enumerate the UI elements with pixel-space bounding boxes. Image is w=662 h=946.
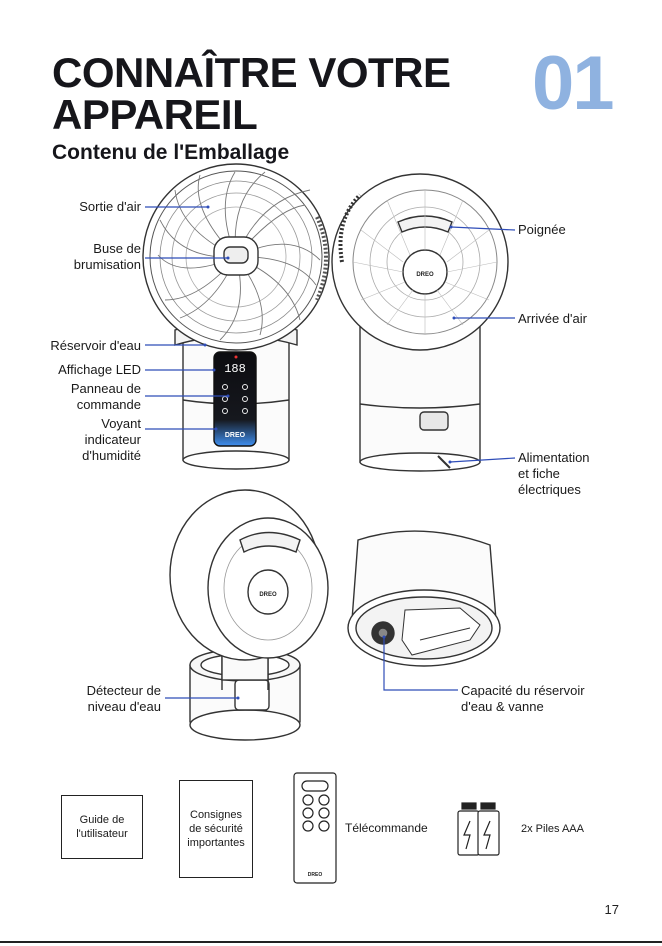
label-led-display: Affichage LED [58,362,141,377]
front-brand-logo: DREO [225,432,246,439]
battery-icon [457,802,500,856]
callout-lines [145,206,516,699]
label-power-line2: et fiche [518,466,560,481]
tank-view-illustration [347,530,501,667]
back-view-illustration [331,173,509,472]
user-guide-label: Guide de l'utilisateur [76,814,128,840]
label-power: Alimentation et fiche électriques [518,450,590,498]
tilted-view-illustration [169,489,329,741]
label-tank-capacity-line1: Capacité du réservoir [461,683,585,698]
label-air-outlet: Sortie d'air [79,199,141,214]
chapter-number: 01 [532,41,615,126]
safety-instructions-item: Consignes de sécurité importantes [179,780,253,878]
label-handle: Poignée [518,222,566,237]
safety-instructions-label: Consignes de sécurité importantes [187,809,245,849]
remote-brand-logo: DREO [308,872,323,878]
tilted-brand-logo: DREO [259,592,277,598]
label-control-panel-line2: commande [76,397,141,412]
label-control-panel: Panneau de commande [71,381,141,413]
label-tank-capacity-line2: d'eau & vanne [461,699,544,714]
remote-label: Télécommande [345,821,428,835]
back-brand-logo: DREO [416,272,434,278]
remote-control-illustration [293,772,337,884]
section-subtitle: Contenu de l'Emballage [52,141,290,164]
label-humidity-indicator-line2: indicateur [84,432,141,447]
front-view-illustration [142,163,330,470]
led-display-value: 188 [224,362,246,376]
label-tank-capacity: Capacité du réservoir d'eau & vanne [461,683,585,715]
footer-rule [0,941,662,943]
page-title: CONNAÎTRE VOTRE APPAREIL [52,52,451,136]
label-mist-nozzle: Buse de brumisation [74,241,141,273]
label-mist-nozzle-line1: Buse de [93,241,141,256]
label-control-panel-line1: Panneau de [70,381,141,396]
title-line-1: CONNAÎTRE VOTRE [52,49,451,96]
label-water-sensor-line1: Détecteur de [86,683,161,698]
label-water-sensor-line2: niveau d'eau [87,699,161,714]
label-humidity-indicator-line1: Voyant [101,416,141,431]
label-air-inlet: Arrivée d'air [518,311,587,326]
page-number: 17 [604,902,619,917]
label-mist-nozzle-line2: brumisation [73,257,141,272]
user-guide-item: Guide de l'utilisateur [61,795,143,859]
label-water-sensor: Détecteur de niveau d'eau [87,683,161,715]
title-line-2: APPAREIL [52,91,258,138]
label-power-line3: électriques [518,482,581,497]
label-humidity-indicator-line3: d'humidité [82,448,141,463]
label-humidity-indicator: Voyant indicateur d'humidité [82,416,141,464]
batteries-label: 2x Piles AAA [521,823,584,835]
label-power-line1: Alimentation [518,450,590,465]
label-water-tank: Réservoir d'eau [50,338,141,353]
